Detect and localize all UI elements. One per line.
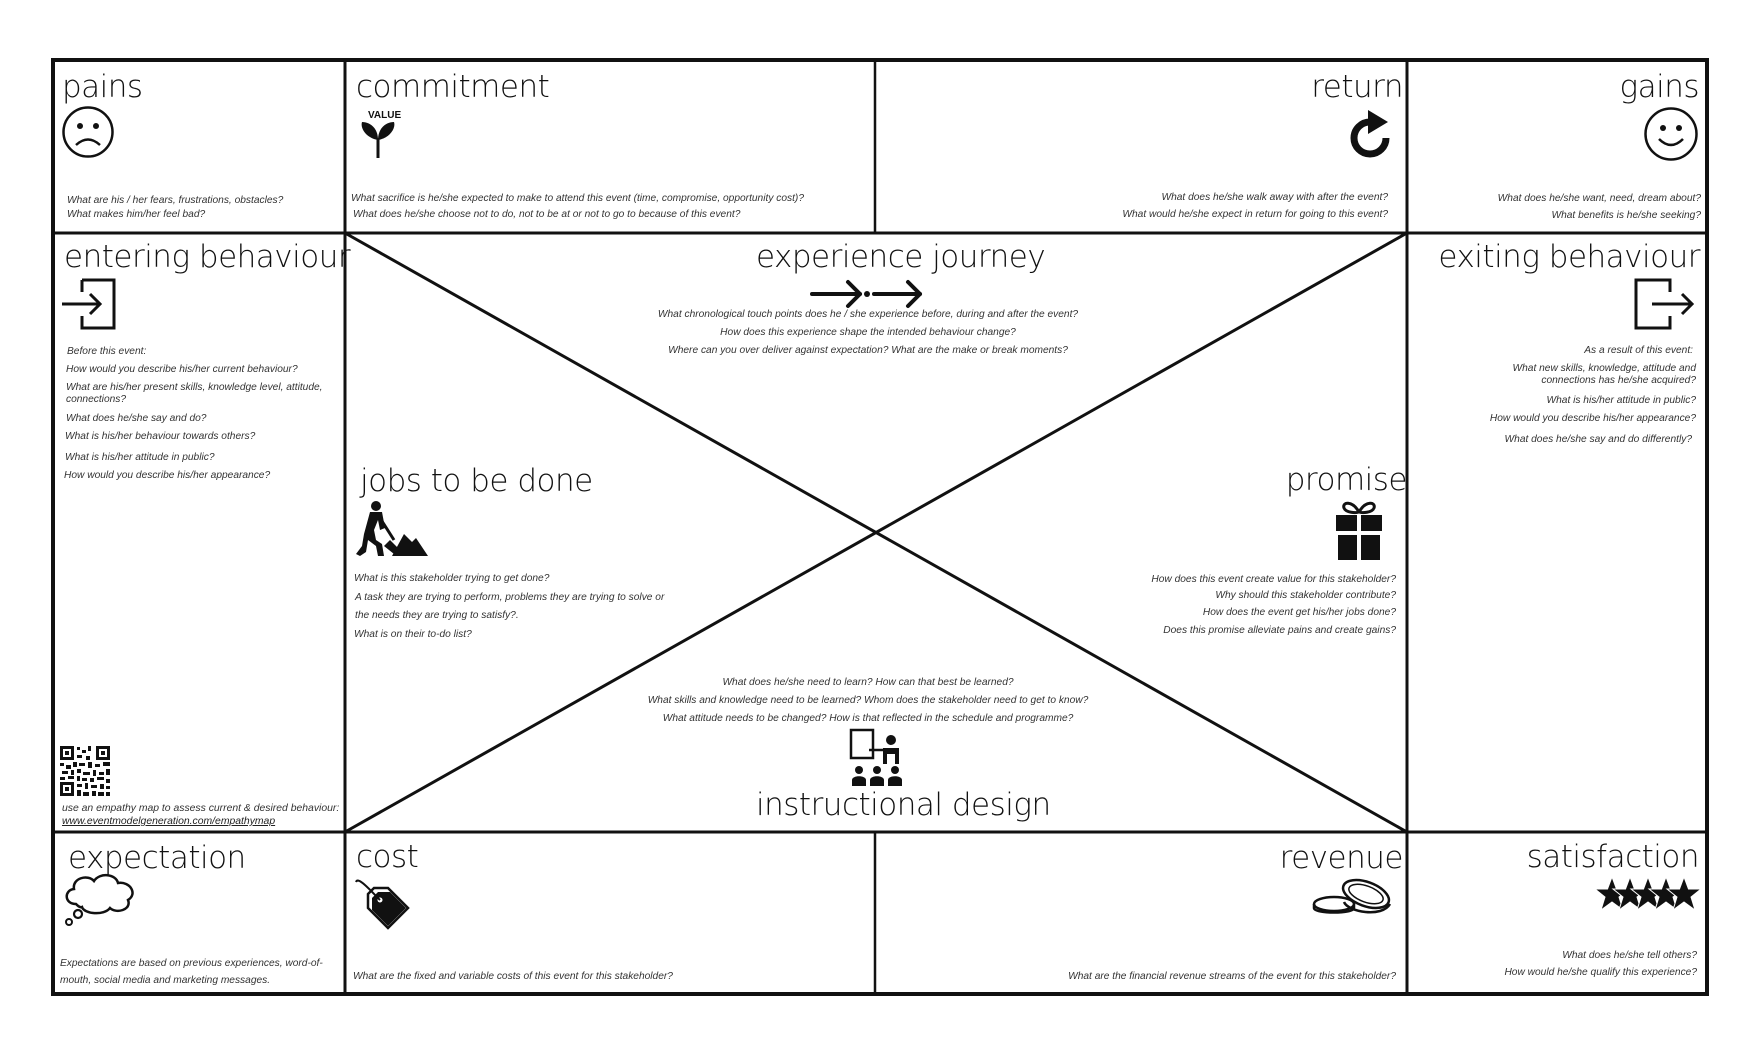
gains-title: gains (1619, 69, 1699, 105)
pains-question: What are his / her fears, frustrations, … (67, 195, 284, 206)
coins-icon (1312, 878, 1392, 914)
gains-question: What does he/she want, need, dream about… (1497, 193, 1701, 204)
satisfaction-question: How would he/she qualify this experience… (1504, 967, 1697, 978)
instructional-question: What does he/she need to learn? How can … (722, 677, 1014, 688)
entering-question: What are his/her present skills, knowled… (66, 382, 323, 405)
outer-border (51, 58, 1709, 996)
jobs-question: What is on their to-do list? (354, 629, 472, 640)
entering-question: How would you describe his/her appearanc… (64, 470, 271, 481)
expectation-title: expectation (68, 840, 246, 876)
exiting-question: What is his/her attitude in public? (1546, 395, 1697, 406)
five-stars-icon (1594, 876, 1702, 912)
svg-text:VALUE: VALUE (368, 110, 401, 121)
entering-question: How would you describe his/her current b… (66, 364, 298, 375)
revenue-question: What are the financial revenue streams o… (1068, 971, 1396, 982)
satisfaction-title: satisfaction (1526, 839, 1700, 875)
journey-question: How does this experience shape the inten… (720, 327, 1016, 338)
instructional-question: What attitude needs to be changed? How i… (662, 713, 1074, 724)
jobs-question: A task they are trying to perform, probl… (355, 592, 665, 603)
promise-question: How does this event create value for thi… (1151, 574, 1396, 585)
commitment-question: What does he/she choose not to do, not t… (353, 209, 741, 220)
pains-title: pains (62, 69, 143, 105)
price-tag-icon (355, 879, 410, 930)
journey-arrows-icon (810, 280, 922, 308)
return-arrow-icon (1350, 110, 1390, 158)
commitment-question: What sacrifice is he/she expected to mak… (351, 193, 804, 204)
entering-question: What is his/her attitude in public? (65, 452, 215, 463)
journey-question: Where can you over deliver against expec… (668, 345, 1068, 356)
journey-question: What chronological touch points does he … (657, 309, 1079, 320)
jobs-question: the needs they are trying to satisfy?. (355, 610, 519, 621)
cost-question: What are the fixed and variable costs of… (353, 971, 673, 982)
exiting-question: How would you describe his/her appearanc… (1489, 413, 1696, 424)
qr-code-icon (60, 746, 110, 796)
teacher-classroom-icon (849, 728, 902, 786)
empathy-map-note: use an empathy map to assess current & d… (62, 803, 340, 814)
promise-question: How does the event get his/her jobs done… (1202, 607, 1396, 618)
entering-behaviour-title: entering behaviour (64, 239, 351, 275)
exit-icon (1634, 278, 1694, 330)
entering-question: Before this event: (67, 346, 147, 357)
expectation-note: Expectations are based on previous exper… (60, 958, 323, 987)
empathy-map-link[interactable]: www.eventmodelgeneration.com/empathymap (62, 816, 276, 827)
experience-journey-title: experience journey (756, 239, 1046, 275)
promise-question: Why should this stakeholder contribute? (1215, 590, 1396, 601)
return-question: What does he/she walk away with after th… (1161, 192, 1388, 203)
jobs-to-be-done-title: jobs to be done (360, 463, 593, 499)
pains-question: What makes him/her feel bad? (67, 209, 206, 220)
happy-face-icon (1644, 107, 1698, 161)
cost-title: cost (356, 839, 419, 875)
entering-question: What is his/her behaviour towards others… (65, 431, 256, 442)
exiting-behaviour-title: exiting behaviour (1438, 239, 1700, 275)
gains-question: What benefits is he/she seeking? (1551, 210, 1701, 221)
diagonal-up (344, 231, 1408, 834)
exiting-question: What does he/she say and do differently? (1504, 434, 1692, 445)
entering-question: What does he/she say and do? (66, 413, 207, 424)
exiting-question: As a result of this event: (1584, 345, 1693, 356)
commitment-title: commitment (356, 69, 550, 105)
gift-icon (1336, 501, 1382, 560)
worker-digging-icon (356, 501, 428, 556)
instructional-question: What skills and knowledge need to be lea… (647, 695, 1089, 706)
instructional-design-title: instructional design (756, 787, 1051, 823)
value-sprout-icon: VALUE (361, 110, 401, 158)
enter-icon (62, 278, 116, 330)
jobs-question: What is this stakeholder trying to get d… (354, 573, 550, 584)
revenue-title: revenue (1279, 840, 1404, 876)
promise-question: Does this promise alleviate pains and cr… (1163, 625, 1396, 636)
promise-title: promise (1285, 462, 1408, 498)
exiting-question: What new skills, knowledge, attitude and… (1512, 363, 1696, 386)
satisfaction-question: What does he/she tell others? (1562, 950, 1697, 961)
sad-face-icon (62, 106, 114, 158)
return-title: return (1311, 69, 1403, 105)
thought-cloud-icon (65, 874, 134, 926)
return-question: What would he/she expect in return for g… (1122, 209, 1388, 220)
